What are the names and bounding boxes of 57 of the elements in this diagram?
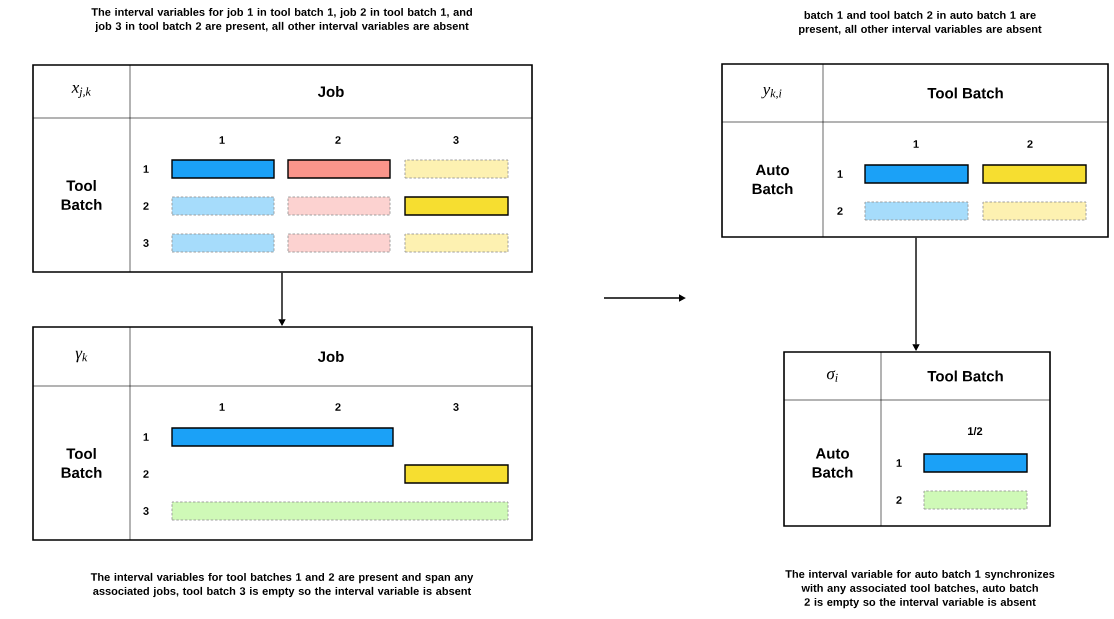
column-number: 2 [335, 403, 341, 411]
interval-bar [923, 490, 1028, 510]
row-number: 1 [896, 459, 902, 467]
interval-bar [171, 501, 509, 521]
row-header: Tool Batch [61, 448, 102, 478]
interval-bar [171, 233, 275, 253]
interval-bar [923, 453, 1028, 473]
row-number: 1 [143, 165, 149, 173]
row-number: 2 [143, 470, 149, 478]
column-number: 2 [1027, 140, 1033, 148]
interval-bar [864, 164, 969, 184]
row-number: 2 [143, 202, 149, 210]
row-number: 2 [896, 496, 902, 504]
caption: batch 1 and tool batch 2 in auto batch 1 are present, all other interval variables are absent [799, 10, 1042, 36]
row-header: Auto Batch [752, 164, 793, 195]
variable-symbol: γ$_{k}$ [75, 350, 88, 363]
column-number: 2 [335, 136, 341, 144]
interval-bar [404, 233, 509, 253]
table [721, 63, 1109, 238]
column-number: 3 [453, 136, 459, 144]
column-number: 1/2 [968, 426, 983, 436]
column-header: Job [317, 351, 344, 362]
interval-bar [864, 201, 969, 221]
column-number: 1 [219, 403, 225, 411]
interval-bar [404, 464, 509, 484]
row-number: 1 [837, 170, 843, 178]
interval-bar [982, 164, 1087, 184]
column-number: 3 [453, 403, 459, 411]
variable-symbol: σ$_{i}$ [826, 370, 838, 382]
table [783, 351, 1051, 527]
column-header: Tool Batch [927, 87, 1003, 99]
row-number: 2 [837, 207, 843, 215]
column-number: 1 [913, 140, 919, 148]
caption: The interval variables for tool batches 1 and 2 are present and span any associated jobs, tool batch 3 is empty so the interval variable is absent [90, 572, 474, 598]
row-number: 1 [143, 433, 149, 441]
table [32, 64, 533, 273]
interval-bar [287, 233, 391, 253]
interval-bar [404, 159, 509, 179]
column-header: Tool Batch [927, 370, 1003, 382]
column-number: 1 [219, 136, 225, 144]
row-header: Auto Batch [812, 448, 853, 478]
row-number: 3 [143, 239, 149, 247]
row-header: Tool Batch [61, 180, 102, 210]
row-number: 3 [143, 507, 149, 515]
caption: The interval variables for job 1 in tool batch 1, job 2 in tool batch 1, and job 3 in tool batch 2 are present, all other interval variables are absent [91, 7, 472, 33]
column-header: Job [317, 86, 344, 97]
interval-bar [404, 196, 509, 216]
interval-bar [982, 201, 1087, 221]
variable-symbol: y$_{k,i}$ [761, 86, 782, 100]
interval-bar [287, 196, 391, 216]
interval-bar [171, 159, 275, 179]
interval-bar [171, 196, 275, 216]
caption: The interval variable for auto batch 1 synchronizes with any associated tool batches, auto batch 2 is empty so the interval variable is absent [785, 569, 1055, 609]
table [32, 326, 533, 541]
interval-bar [171, 427, 394, 447]
interval-bar [287, 159, 391, 179]
variable-symbol: x$_{j,k}$ [71, 85, 91, 98]
